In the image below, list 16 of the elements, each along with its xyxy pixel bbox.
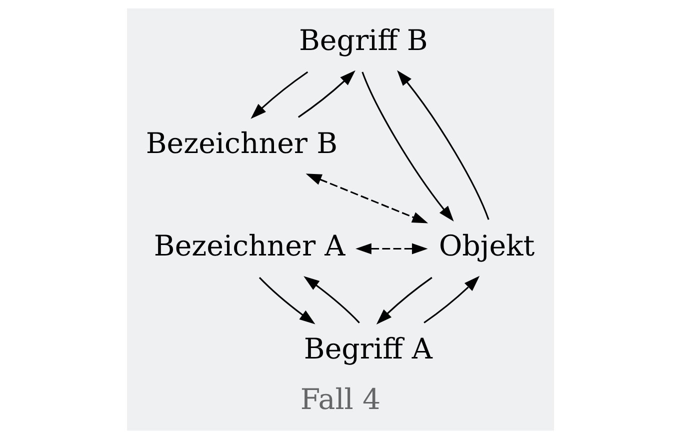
arrow [250,71,308,119]
arrow [356,243,428,254]
node-text: Begriff A [304,332,432,366]
caption: Fall 4 [300,383,381,416]
arrow [304,276,360,324]
node-text: Bezeichner B [146,126,338,160]
arrow [258,277,316,324]
arrow [397,70,490,220]
arrow [306,174,428,224]
arrow [376,276,432,324]
node-text: Begriff B [299,24,428,58]
node-text: Bezeichner A [154,230,346,263]
arrow [424,276,480,324]
arrow [362,72,454,222]
node-text: Objekt [438,230,535,263]
arrow [298,70,356,118]
